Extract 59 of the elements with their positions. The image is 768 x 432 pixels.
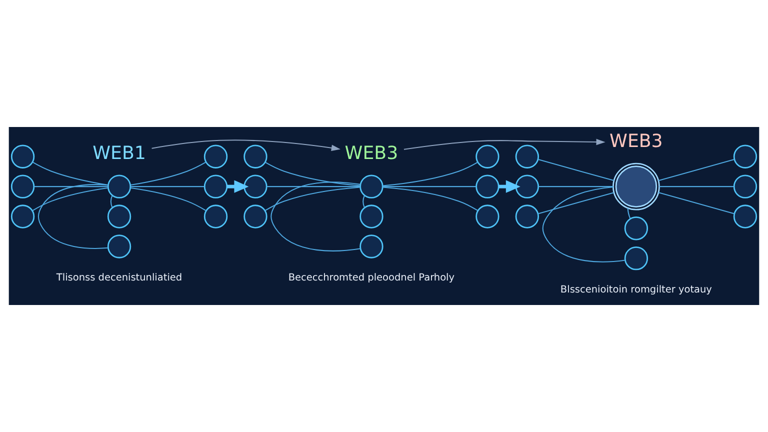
node-circle	[515, 174, 540, 198]
connector	[542, 186, 626, 262]
node-circle	[244, 144, 268, 168]
label: Tlisonss decenistunliatied	[56, 272, 182, 284]
node-circle	[360, 204, 384, 228]
connector	[627, 208, 631, 219]
connector	[38, 184, 108, 249]
connector	[658, 192, 735, 214]
node-circle	[733, 174, 758, 198]
node-circle	[107, 204, 132, 228]
node-circle	[733, 144, 758, 168]
node-circle	[476, 204, 500, 228]
connector	[264, 162, 360, 186]
node-circle	[360, 234, 384, 258]
node-circle	[10, 174, 35, 198]
arrow	[152, 140, 340, 152]
node-text: WEB1	[92, 142, 146, 164]
connector	[130, 186, 204, 188]
node-person	[612, 162, 660, 210]
node-circle	[360, 174, 384, 198]
node-circle	[10, 204, 35, 228]
node-circle	[733, 204, 758, 228]
node-circle	[107, 174, 132, 198]
connector	[130, 162, 206, 186]
connector	[382, 186, 476, 188]
node-circle	[515, 204, 540, 228]
node-text: WEB3	[344, 142, 398, 164]
connector	[538, 192, 614, 214]
connector	[266, 186, 360, 188]
connector	[32, 162, 108, 186]
label: Bececchromted pleoodnel Parholy	[288, 272, 455, 284]
connector	[362, 195, 365, 208]
connector	[382, 162, 478, 186]
node-circle	[476, 144, 500, 168]
connector	[110, 195, 113, 208]
node-text: WEB3	[610, 131, 663, 152]
node-circle	[244, 174, 268, 198]
connector	[538, 186, 614, 188]
node-circle	[10, 144, 35, 168]
connector	[264, 186, 360, 212]
node-circle	[624, 216, 648, 240]
node-circle	[204, 174, 228, 198]
connector	[658, 158, 735, 182]
node-circle	[476, 174, 500, 198]
connector	[270, 182, 361, 252]
connector	[32, 187, 108, 212]
node-circle	[204, 204, 228, 228]
connector	[34, 186, 108, 188]
connector	[130, 187, 206, 212]
node-circle	[244, 204, 268, 228]
node-circle	[515, 144, 540, 168]
label: Blsscenioitoin romgilter yotauy	[560, 284, 712, 296]
node-circle	[204, 144, 228, 168]
connector	[659, 186, 734, 188]
connector	[538, 158, 614, 182]
arrow	[404, 138, 606, 150]
node-circle	[624, 246, 648, 270]
node-circle	[107, 234, 132, 258]
connector	[382, 186, 478, 212]
